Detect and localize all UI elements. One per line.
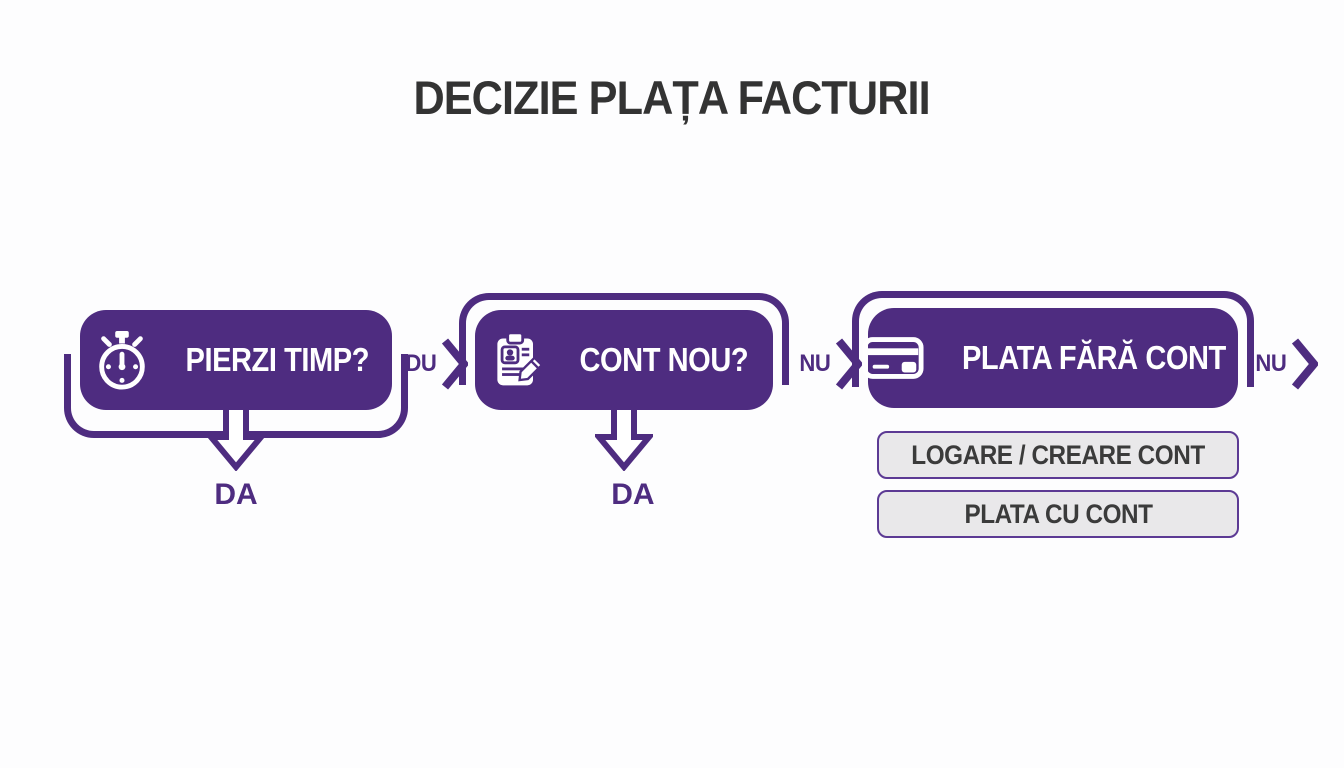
decision-label: PLATA FĂRĂ CONT: [962, 339, 1226, 376]
connector-nu-exit: NU: [1254, 336, 1318, 392]
credit-card-icon: [862, 335, 924, 381]
connector-label: DU: [405, 350, 437, 377]
chevron-right-icon: [441, 336, 468, 392]
chevron-right-icon: [835, 336, 862, 392]
connector-du: DU: [404, 336, 468, 392]
decision-box: CONT NOU?: [475, 310, 773, 410]
decision-node-pierzi-timp: PIERZI TIMP? DA: [64, 310, 408, 511]
chevron-right-icon: [1291, 336, 1318, 392]
decision-node-plata-fara-cont: PLATA FĂRĂ CONT LOGARE / CREARE CONT PLA…: [852, 291, 1254, 538]
connector-label: NU: [799, 350, 831, 377]
bracket-over: [459, 293, 789, 385]
page-title: DECIZIE PLAȚA FACTURII: [0, 70, 1344, 125]
page-title-text: DECIZIE PLAȚA FACTURII: [413, 71, 931, 124]
action-label: LOGARE / CREARE CONT: [911, 439, 1205, 470]
arrow-down-icon: [595, 405, 653, 471]
connector-nu: NU: [798, 336, 862, 392]
action-label: PLATA CU CONT: [963, 498, 1153, 529]
branch-label-da: DA: [214, 478, 258, 511]
bracket-over: [852, 291, 1254, 387]
arrow-down-icon: [207, 405, 265, 471]
decision-box: PIERZI TIMP?: [80, 310, 392, 410]
clipboard-user-icon: [488, 329, 548, 391]
connector-label: NU: [1255, 350, 1287, 377]
decision-box: PLATA FĂRĂ CONT: [862, 308, 1238, 408]
action-box-plata-cu-cont: PLATA CU CONT: [877, 490, 1239, 538]
decision-label: CONT NOU?: [579, 341, 749, 378]
decision-node-cont-nou: CONT NOU? DA: [459, 293, 789, 511]
stopwatch-icon: [91, 329, 153, 391]
branch-label-da: DA: [611, 478, 655, 511]
action-box-logare-creare-cont: LOGARE / CREARE CONT: [877, 431, 1239, 479]
decision-label: PIERZI TIMP?: [185, 341, 369, 378]
